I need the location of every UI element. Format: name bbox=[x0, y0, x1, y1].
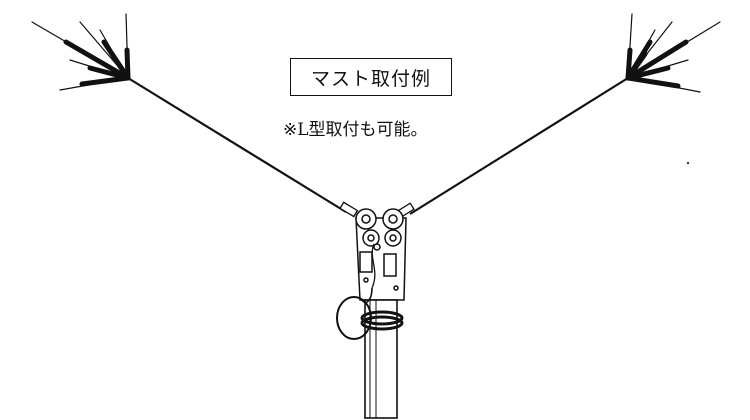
right-radial-cluster bbox=[625, 13, 721, 93]
left-radial-cluster bbox=[31, 13, 131, 91]
title-label: マスト取付例 bbox=[310, 67, 431, 90]
right-element bbox=[409, 77, 629, 215]
left-element bbox=[127, 77, 347, 213]
dot-mark bbox=[686, 161, 690, 165]
mast-clamp bbox=[360, 310, 404, 331]
title-box: マスト取付例 bbox=[290, 58, 452, 96]
mounting-bracket bbox=[355, 208, 407, 301]
note-text: ※L型取付も可能。 bbox=[283, 120, 428, 140]
